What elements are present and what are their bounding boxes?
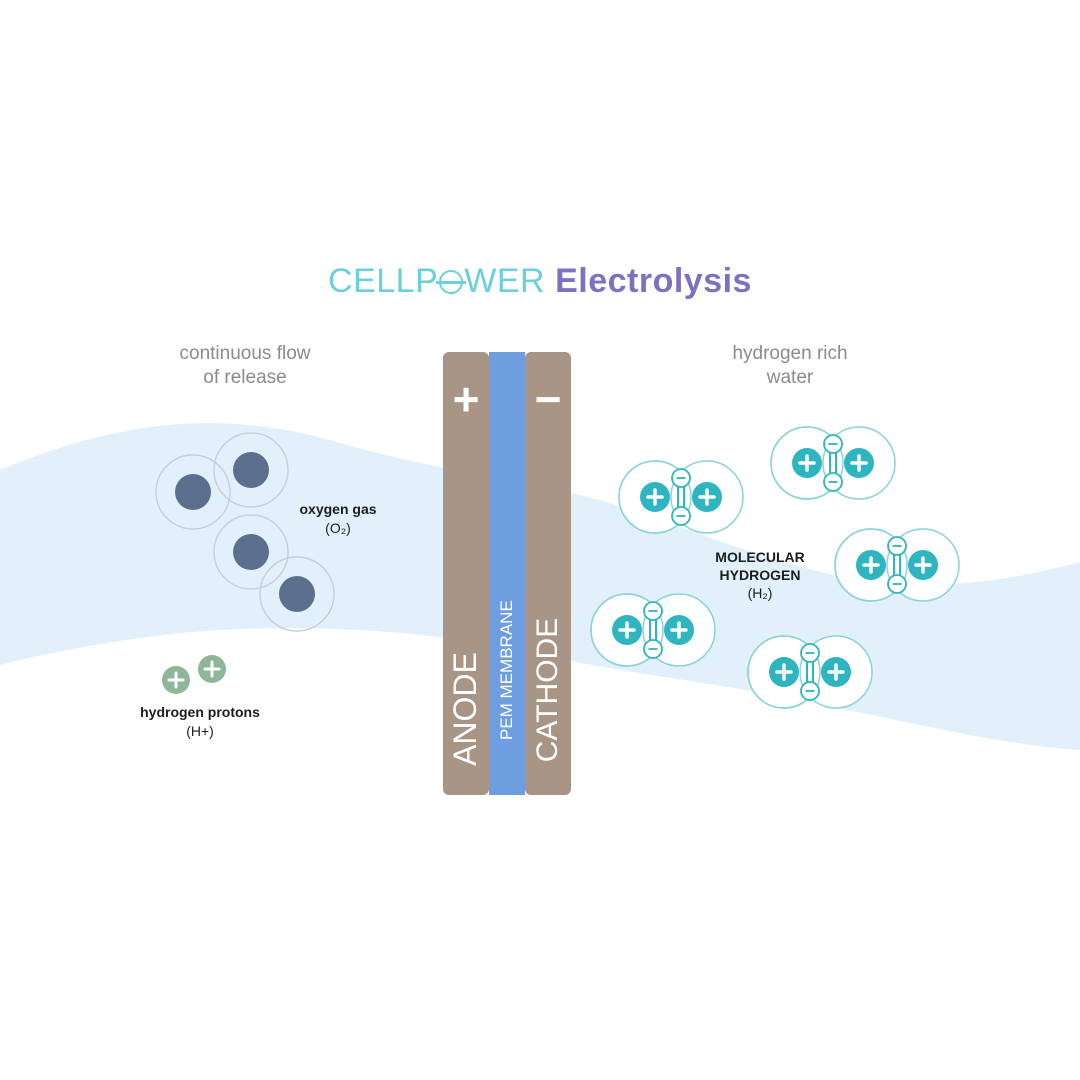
water-caption-line1: hydrogen rich xyxy=(732,343,848,364)
hydrogen-molecule-icon xyxy=(833,527,961,603)
proton-plus-icon xyxy=(162,666,190,694)
plus-icon: + xyxy=(452,373,480,425)
oxygen-caption-line2: (O₂) xyxy=(325,520,351,536)
anode-label: ANODE xyxy=(447,652,483,766)
water-caption-line2: water xyxy=(766,367,814,388)
hydrogen-molecule-icon xyxy=(769,425,897,501)
minus-icon: − xyxy=(534,373,562,425)
hydrogen-molecule-icon xyxy=(589,592,717,668)
oxygen-caption: oxygen gas (O₂) xyxy=(278,500,398,538)
pem-membrane xyxy=(489,352,525,795)
protons-caption-line2: (H+) xyxy=(186,723,214,739)
molecular-caption-line1: MOLECULAR xyxy=(715,549,805,565)
membrane-label: PEM MEMBRANE xyxy=(497,600,516,740)
flow-caption-line1: continuous flow xyxy=(179,343,311,364)
molecular-caption: MOLECULAR HYDROGEN (H₂) xyxy=(690,548,830,602)
flow-caption-line2: of release xyxy=(203,367,287,388)
cathode-label: CATHODE xyxy=(531,617,564,763)
page-subtitle: Electrolysis xyxy=(555,262,752,300)
molecular-caption-line3: (H₂) xyxy=(747,585,773,601)
molecular-caption-line2: HYDROGEN xyxy=(719,567,801,583)
anode-electrode xyxy=(443,352,489,795)
proton-plus-icon xyxy=(198,655,226,683)
water-caption: hydrogen rich water xyxy=(690,342,890,390)
hydrogen-molecule-icon xyxy=(746,634,874,710)
hydrogen-molecule-icon xyxy=(617,459,745,535)
flow-caption: continuous flow of release xyxy=(140,342,350,390)
cathode-electrode xyxy=(525,352,571,795)
protons-caption: hydrogen protons (H+) xyxy=(110,703,290,741)
brand-o-glyph xyxy=(436,270,467,294)
oxygen-caption-line1: oxygen gas xyxy=(299,501,377,517)
protons-caption-line1: hydrogen protons xyxy=(140,704,260,720)
